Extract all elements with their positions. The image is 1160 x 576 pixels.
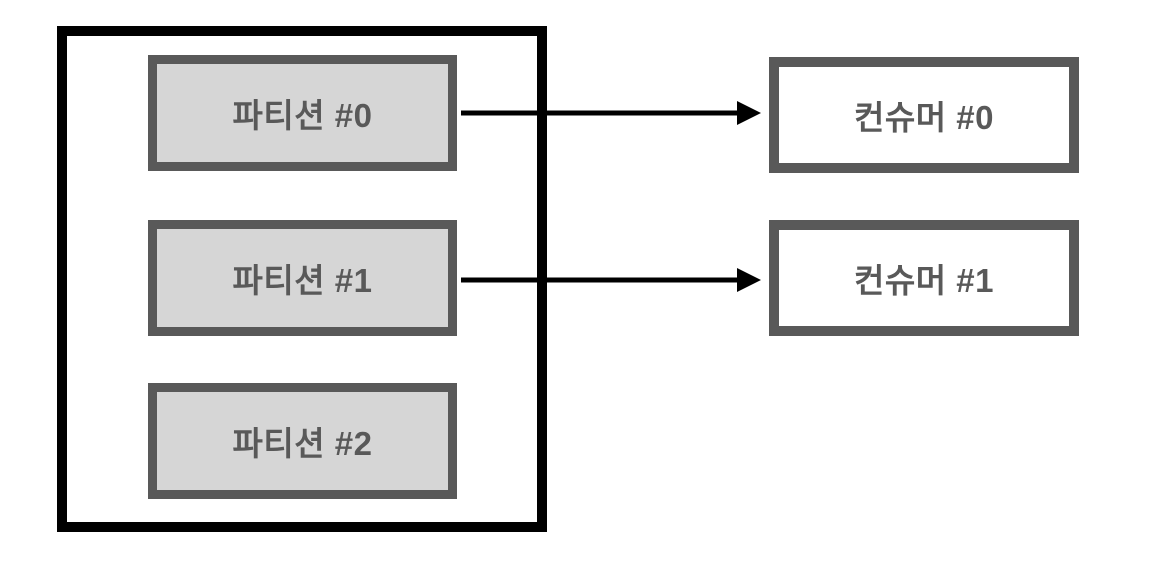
- partition-0-box: 파티션 #0: [148, 55, 457, 171]
- partition-1-label: 파티션 #1: [232, 262, 373, 299]
- partition-0-label: 파티션 #0: [232, 97, 373, 134]
- consumer-0-label: 컨슈머 #0: [854, 99, 994, 136]
- consumer-1-box: 컨슈머 #1: [769, 220, 1079, 336]
- partition-2-label: 파티션 #2: [232, 425, 373, 462]
- consumer-0-box: 컨슈머 #0: [769, 57, 1079, 173]
- consumer-1-label: 컨슈머 #1: [854, 262, 994, 299]
- partition-1-box: 파티션 #1: [148, 220, 457, 336]
- partition-2-box: 파티션 #2: [148, 383, 457, 499]
